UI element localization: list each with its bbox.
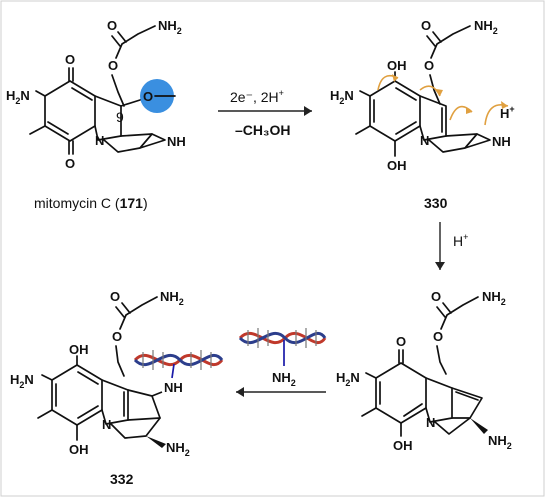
atom-nh2: NH2 <box>482 289 506 307</box>
atom-o: O <box>433 329 443 344</box>
atom-oh: OH <box>387 58 407 73</box>
atom-n: N <box>95 133 104 148</box>
molecule-330: O NH2 O OH OH H2N N NH H+ 330 <box>330 18 515 211</box>
atom-nh-dna-link: NH <box>164 380 183 395</box>
atom-nh2: NH2 <box>166 440 190 458</box>
atom-oh: OH <box>393 438 413 453</box>
proton-label: H+ <box>500 104 515 121</box>
atom-nh: NH <box>492 134 511 149</box>
molecule-332: O NH2 O OH OH H2N N NH2 NH 332 <box>10 289 224 487</box>
atom-o: O <box>110 289 120 304</box>
step1-loss: –CH₃OH <box>235 122 290 138</box>
step1-reagent: 2e⁻, 2H+ <box>230 88 284 105</box>
atom-oh: OH <box>387 158 407 173</box>
atom-h2n: H2N <box>330 88 354 106</box>
atom-o: O <box>396 334 406 349</box>
atom-h2n: H2N <box>10 372 34 390</box>
atom-n: N <box>420 133 429 148</box>
atom-o: O <box>421 18 431 33</box>
atom-n: N <box>426 415 435 430</box>
atom-h2n: H2N <box>6 88 30 106</box>
compound-number-330: 330 <box>424 195 448 211</box>
atom-oh: OH <box>69 442 89 457</box>
atom-o: O <box>108 58 118 73</box>
atom-o: O <box>65 52 75 67</box>
atom-nh2: NH2 <box>158 18 182 36</box>
atom-nh2: NH2 <box>160 289 184 307</box>
atom-oh: OH <box>69 342 89 357</box>
atom-o: O <box>107 18 117 33</box>
atom-h2n: H2N <box>336 370 360 388</box>
atom-o: O <box>431 289 441 304</box>
atom-o-methoxy: O <box>143 89 153 104</box>
position-9-label: 9 <box>116 109 124 125</box>
atom-o: O <box>424 58 434 73</box>
step3-dna: NH2 <box>236 328 327 397</box>
atom-nh: NH <box>167 134 186 149</box>
molecule-intermediate: O NH2 O O OH H2N N NH2 <box>336 289 512 453</box>
compound-name-171: mitomycin C (171) <box>34 195 148 211</box>
molecule-mitomycin-c: O NH2 O O O H2N N NH 9 O mitomycin C (17… <box>6 18 186 211</box>
curly-arrow <box>449 105 473 121</box>
atom-n: N <box>102 417 111 432</box>
dna-strand-blue <box>238 331 327 345</box>
atom-o: O <box>112 329 122 344</box>
atom-nh2-blue: NH2 <box>488 433 512 451</box>
step1-arrow: 2e⁻, 2H+ –CH₃OH <box>218 88 312 138</box>
atom-nh2: NH2 <box>474 18 498 36</box>
step2-reagent: H+ <box>453 232 468 249</box>
compound-number-332: 332 <box>110 471 134 487</box>
dna-nh2-label: NH2 <box>272 370 296 388</box>
step2-arrow: H+ <box>435 222 468 270</box>
atom-o: O <box>65 156 75 171</box>
curly-arrow <box>419 85 441 97</box>
